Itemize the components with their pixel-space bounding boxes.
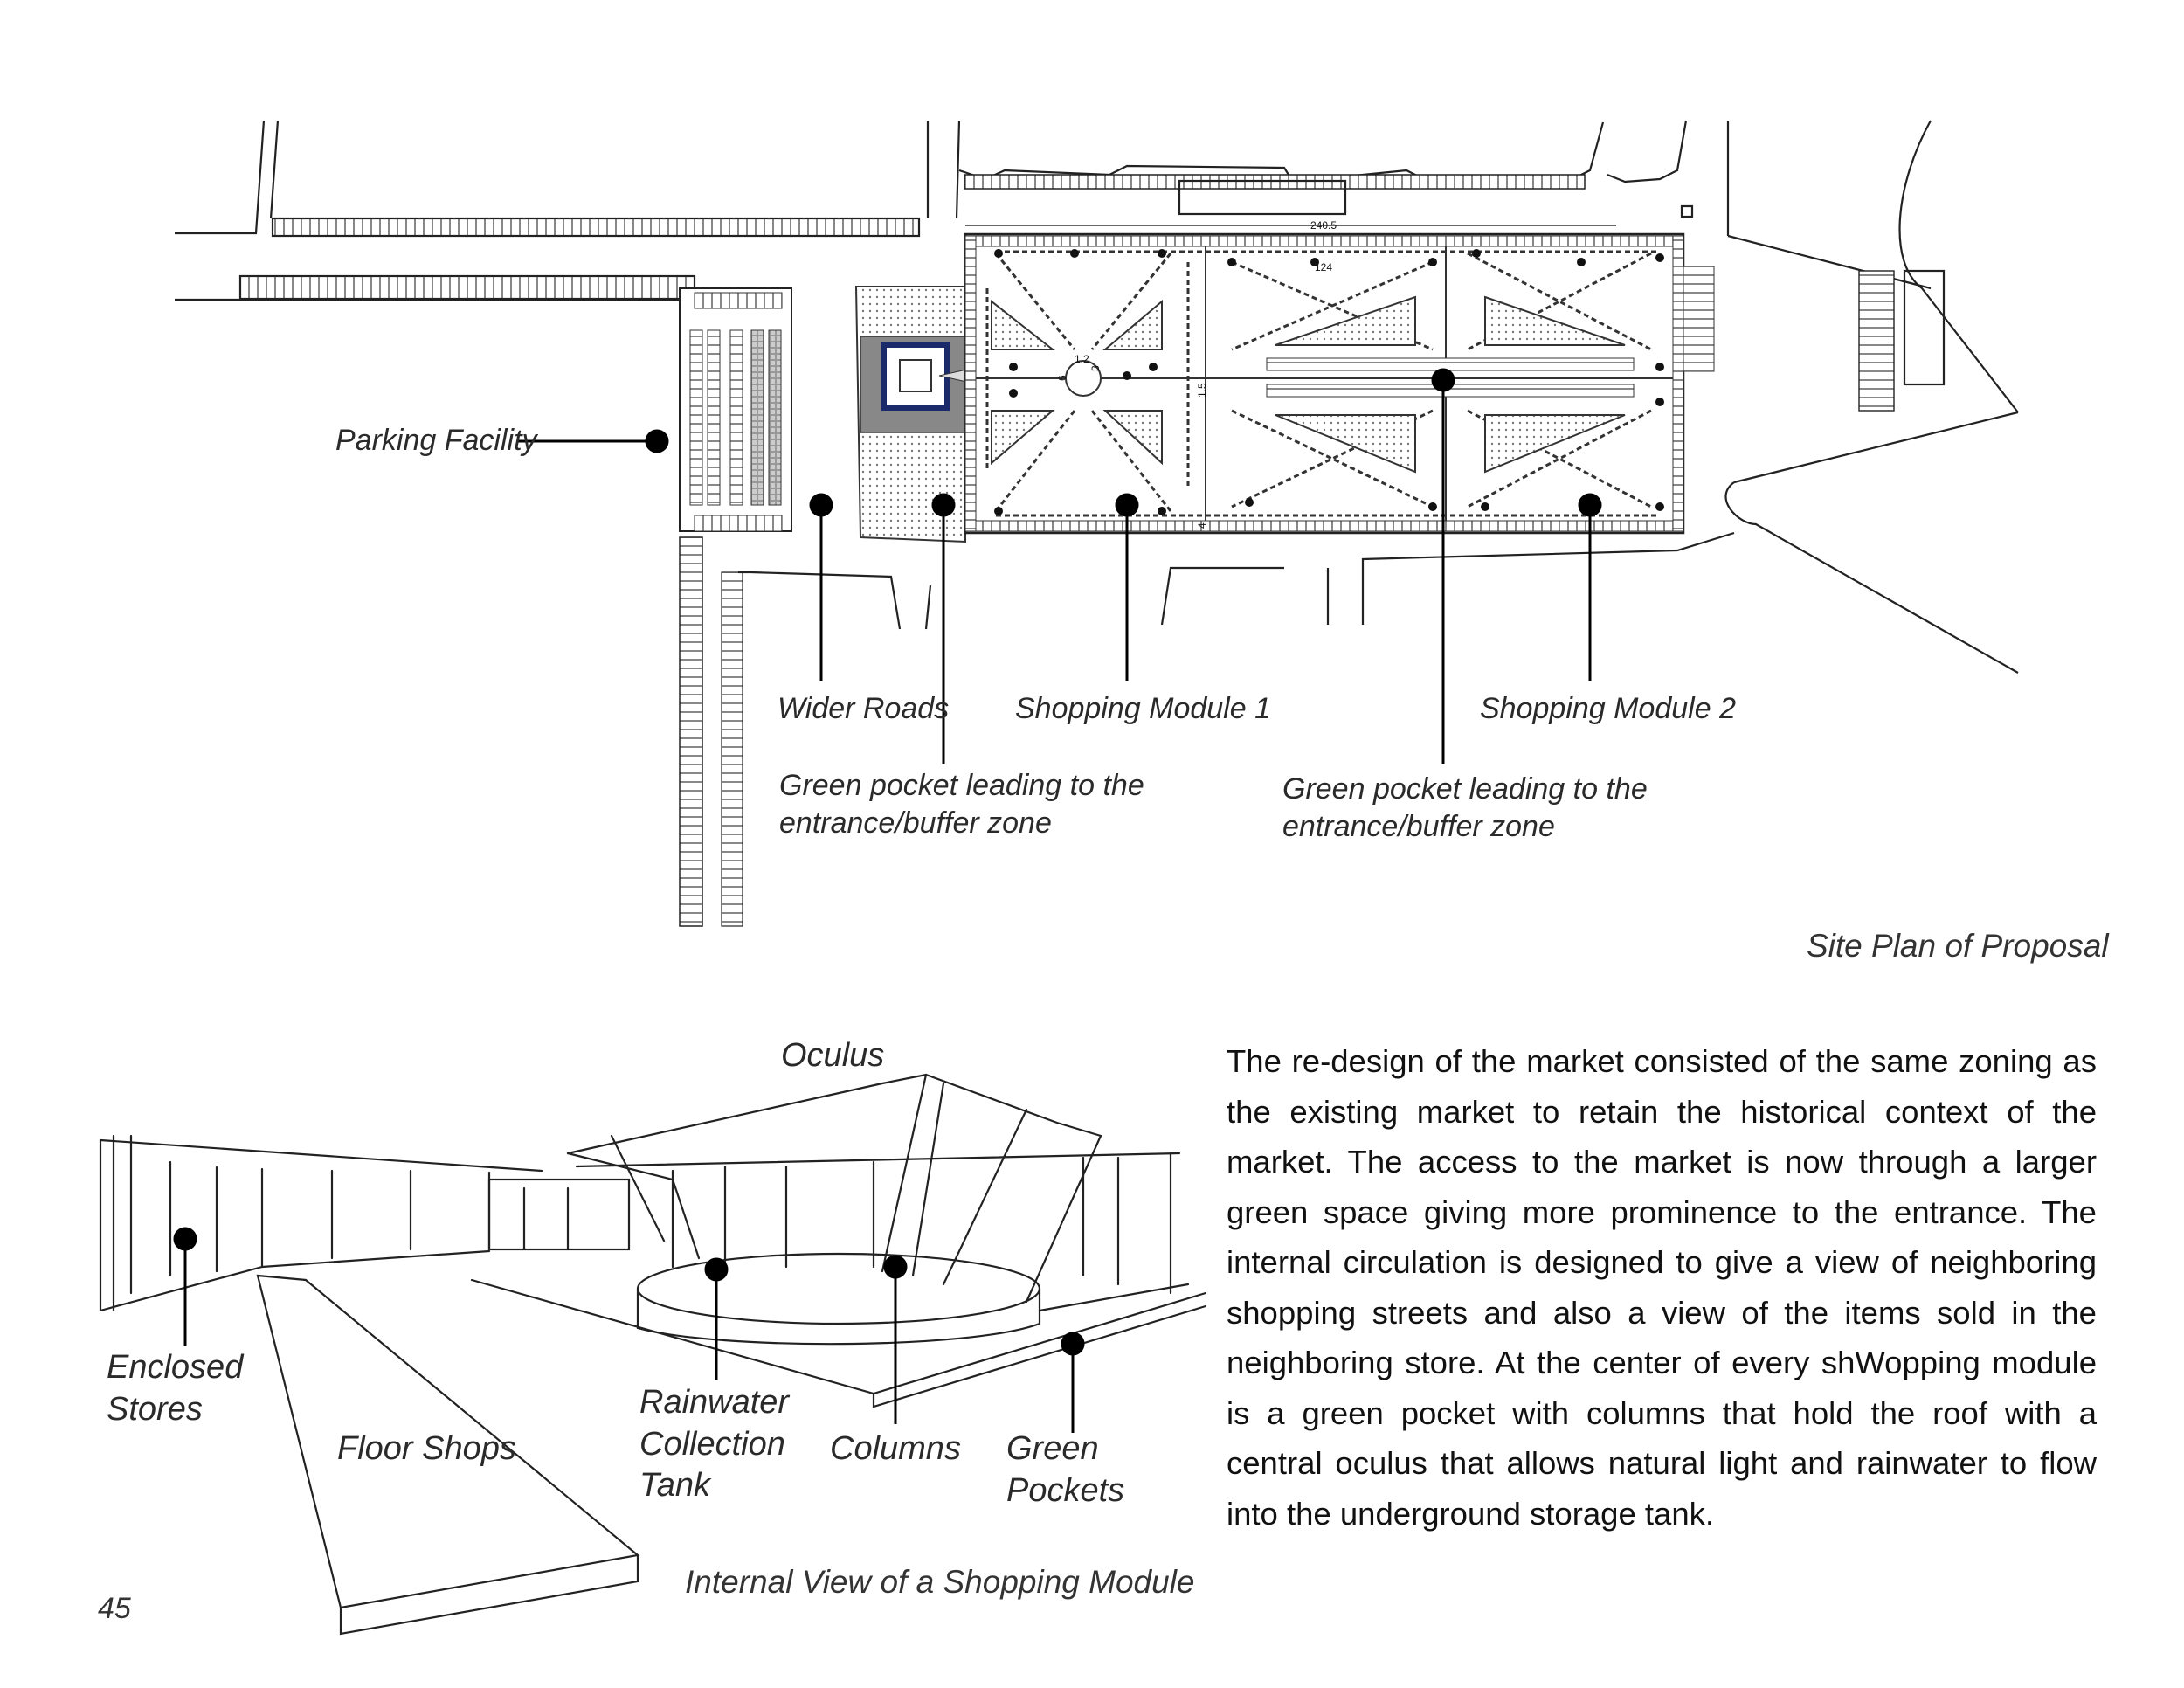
leader-dot-parking: [645, 429, 669, 453]
internal-view-caption: Internal View of a Shopping Module: [685, 1564, 1195, 1600]
leader-dot-wider-roads: [809, 493, 833, 517]
entrance-plaza: [854, 286, 979, 543]
internal-view-sketch: [99, 1073, 1207, 1636]
dim-3: 3: [1089, 365, 1102, 371]
leader-dot-green-pocket-1: [931, 493, 956, 517]
parking-facility-label: Parking Facility: [335, 424, 537, 457]
floor-shops-label: Floor Shops: [337, 1430, 516, 1467]
parking-facility-plan: [679, 287, 792, 532]
wider-roads-label: Wider Roads: [778, 692, 950, 725]
site-plan-caption: Site Plan of Proposal: [1807, 928, 2109, 964]
leader-dot-green-pockets: [1061, 1332, 1085, 1356]
shopping-module-1-label: Shopping Module 1: [1015, 692, 1272, 725]
leader-dot-columns: [883, 1255, 908, 1279]
dimension-240-label: 240.5: [1310, 219, 1337, 232]
green-pockets-label: Green Pockets: [1006, 1430, 1125, 1509]
columns-label: Columns: [830, 1430, 961, 1467]
leader-dot-module-1: [1115, 493, 1139, 517]
enclosed-stores-label: Enclosed Stores: [107, 1349, 244, 1428]
leader-dot-module-2: [1578, 493, 1602, 517]
page-number: 45: [98, 1592, 131, 1625]
dim-4: 4: [1196, 522, 1208, 529]
green-pocket-label-2: Green pocket leading to the entrance/buf…: [1282, 772, 1648, 843]
market-block: 240.5: [964, 219, 1715, 535]
leader-dot-green-pocket-2: [1431, 368, 1455, 392]
leader-dot-enclosed-stores: [173, 1227, 197, 1251]
dim-124: 124: [1315, 261, 1332, 273]
dim-1-2: 1.2: [1075, 353, 1089, 365]
shopping-module-2-label: Shopping Module 2: [1480, 692, 1737, 725]
site-plan-leaders: [517, 368, 1602, 764]
dim-1-5: 1.5: [1196, 383, 1208, 398]
dim-6: 6: [1056, 375, 1068, 381]
leader-dot-rainwater-tank: [704, 1257, 729, 1282]
oculus-label: Oculus: [781, 1037, 885, 1074]
description-paragraph: The re-design of the market consisted of…: [1227, 1043, 2097, 1532]
internal-view-leaders: [173, 1227, 1085, 1433]
green-pocket-label-1: Green pocket leading to the entrance/buf…: [779, 769, 1144, 840]
site-context: [175, 120, 2019, 927]
rainwater-tank-label: Rainwater Collection Tank: [639, 1384, 790, 1504]
